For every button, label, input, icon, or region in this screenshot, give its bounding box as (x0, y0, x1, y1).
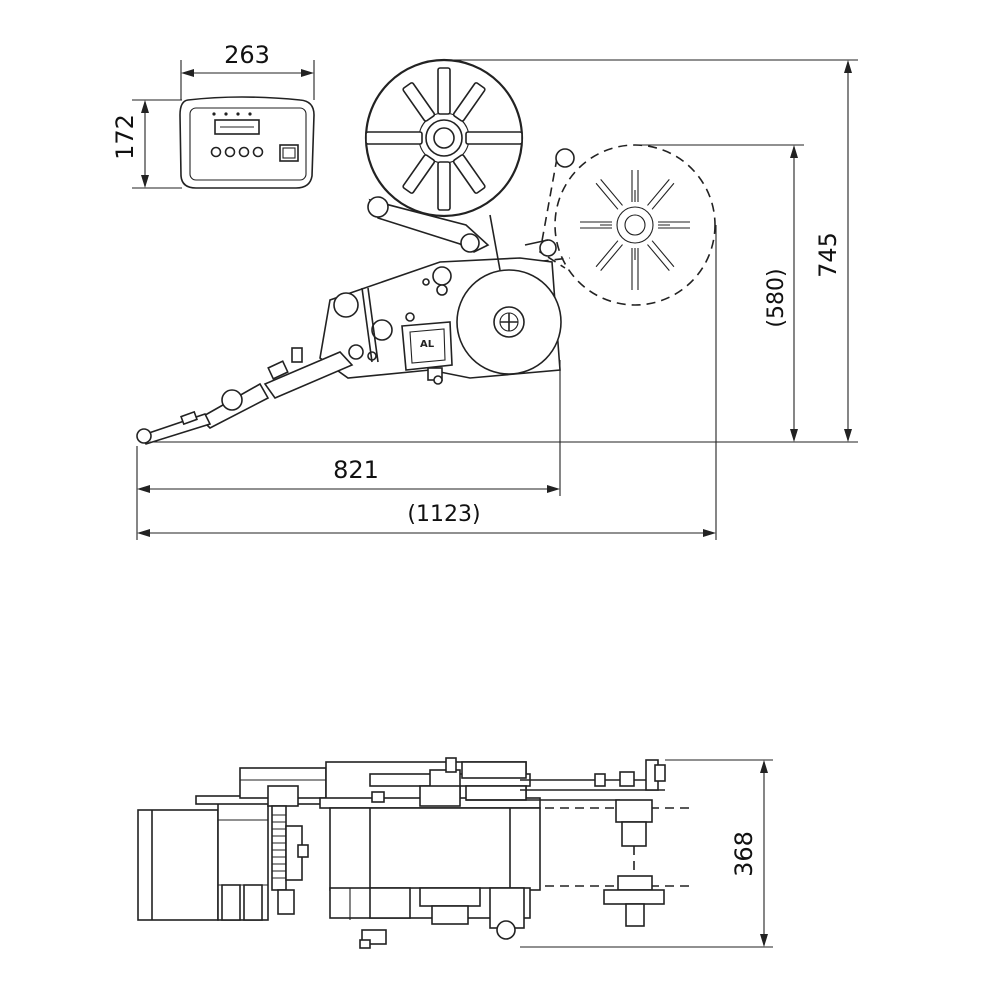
dim-label-580: (580) (764, 268, 789, 327)
side-view-machine: AL (136, 58, 716, 445)
dim-label-1123: (1123) (407, 502, 480, 527)
threaded-rod (272, 814, 286, 879)
power-switch (279, 144, 299, 162)
motor-unit: AL (401, 321, 453, 385)
dim-label-172: 172 (111, 114, 139, 160)
dimension-length: 821 (136, 360, 561, 540)
dim-label-263: 263 (224, 41, 270, 69)
control-led-row (212, 112, 252, 116)
dimension-total-length: (1123) (137, 225, 717, 540)
top-view-machine (137, 757, 690, 949)
control-buttons (210, 146, 264, 158)
control-panel (179, 96, 315, 189)
unwind-reel (364, 58, 524, 218)
dim-label-368: 368 (730, 831, 758, 877)
svg-text:AL: AL (420, 339, 435, 350)
rewind-reel-dashed (554, 144, 716, 306)
dim-label-745: 745 (814, 232, 842, 278)
dimension-control-height: 172 (111, 99, 182, 189)
dimension-depth: 368 (520, 759, 773, 948)
rewind-reel-top-dashed (545, 799, 690, 927)
dimension-reel-height: (580) (635, 144, 804, 442)
dimension-total-height: 745 (150, 59, 858, 443)
dimension-control-width: 263 (180, 41, 315, 100)
dim-label-821: 821 (333, 456, 379, 484)
